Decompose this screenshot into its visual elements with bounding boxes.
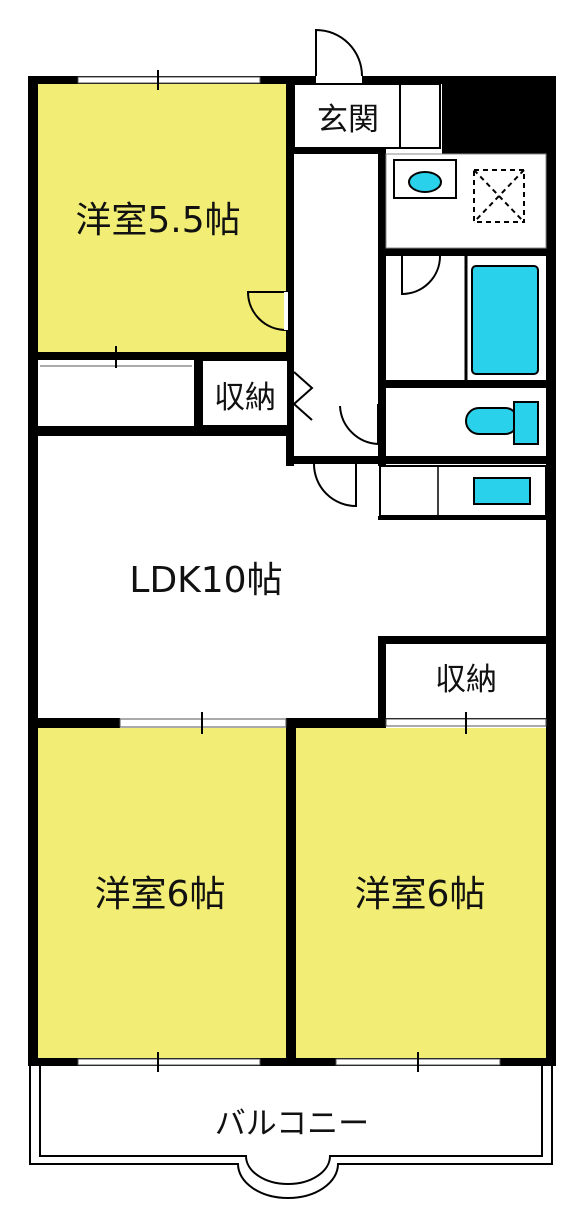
storage-top-closet	[38, 346, 194, 426]
label-ldk: LDK10帖	[129, 560, 282, 601]
balcony	[29, 1066, 553, 1199]
label-western-room-bottom-right: 洋室6帖	[355, 874, 486, 915]
storage-top-box	[201, 359, 289, 427]
window-bottom-right	[335, 1052, 501, 1072]
label-storage-top: 収納	[214, 380, 276, 416]
kitchen-counter	[379, 465, 547, 517]
washroom	[385, 153, 547, 249]
western-top-door	[246, 291, 288, 331]
window-ldk-bottom	[119, 712, 287, 734]
toilet-room	[386, 388, 546, 456]
western-room-top-fill	[38, 82, 290, 352]
storage-folding-door	[292, 371, 314, 421]
label-western-room-top: 洋室5.5帖	[75, 200, 240, 241]
storage-right-door	[385, 712, 547, 734]
label-balcony: バルコニー	[215, 1106, 369, 1142]
western-room-bottom-right-fill	[296, 728, 546, 1058]
entrance-area	[293, 83, 441, 149]
label-western-room-bottom-left: 洋室6帖	[95, 874, 226, 915]
washer-pan-icon	[473, 169, 525, 223]
window-top	[77, 70, 261, 90]
corridor-door	[339, 404, 379, 446]
bathroom	[386, 255, 546, 380]
label-storage-right: 収納	[435, 662, 497, 698]
label-entrance: 玄関	[317, 102, 379, 138]
toilet-icon	[465, 407, 519, 435]
ldk-door	[313, 463, 357, 508]
bathtub-icon	[471, 265, 539, 375]
shaft-block	[442, 76, 556, 160]
washbasin-icon	[408, 171, 442, 193]
entrance-door	[315, 28, 363, 77]
window-bottom-left	[77, 1052, 261, 1072]
kitchen-sink-icon	[473, 477, 531, 505]
western-room-bottom-left-fill	[38, 728, 288, 1058]
